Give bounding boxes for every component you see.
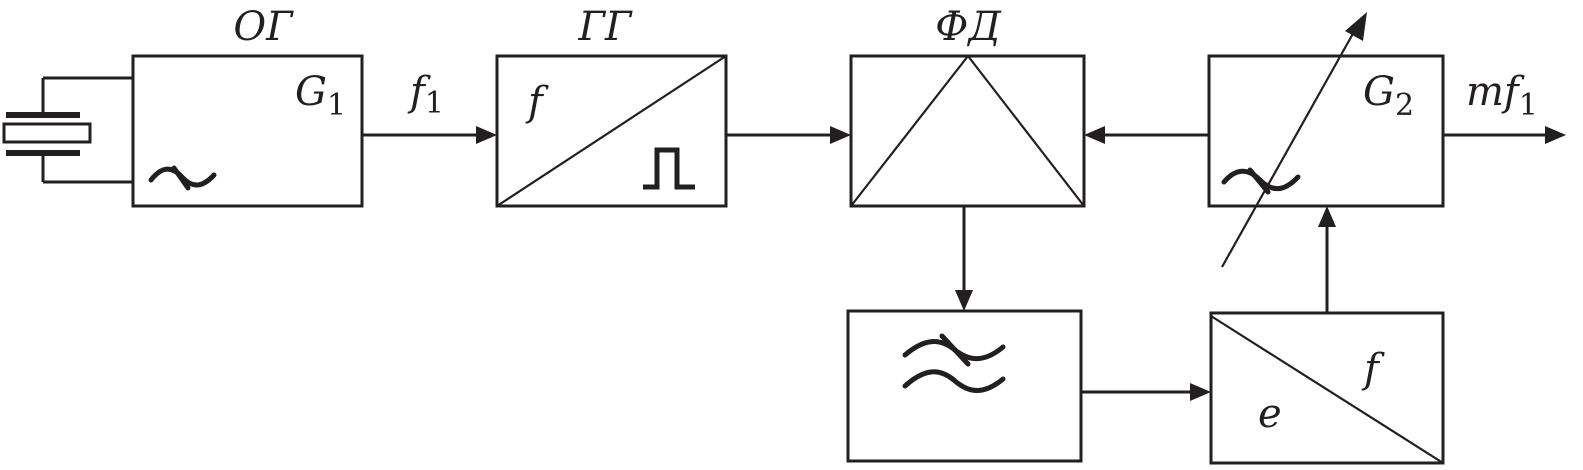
reference-oscillator-title: ОГ (233, 4, 294, 50)
pulse-generator-block: ГГ f (495, 4, 728, 208)
pulse-generator-title: ГГ (578, 4, 633, 50)
lowpass-wave-lower-icon (902, 369, 1006, 393)
triangle-symbol-icon (850, 54, 1085, 207)
vc-input-label: e (1258, 391, 1282, 437)
phase-detector-block: ФД (849, 4, 1086, 208)
tuning-arrow (1221, 29, 1356, 268)
crystal-resonator (2, 76, 133, 184)
tuning-arrow-head-icon (1345, 12, 1367, 41)
phase-detector-title: ФД (935, 4, 1002, 50)
lowpass-strike-icon (939, 333, 971, 367)
low-pass-filter-block (846, 309, 1083, 463)
vc-output-label: f (1361, 346, 1385, 392)
pulse-waveform-icon (643, 147, 695, 190)
controlled-oscillator-block: G2 (1207, 12, 1445, 268)
voltage-to-frequency-block: e f (1209, 311, 1445, 465)
controlled-oscillator-label: G2 (1363, 69, 1414, 123)
signal-mf1-label: mf1 (1466, 69, 1538, 123)
signal-f1-label: f1 (407, 69, 444, 121)
pulse-generator-input-label: f (525, 79, 549, 125)
reference-oscillator-block: ОГ G1 (131, 4, 364, 208)
crossed-tilde-icon (171, 165, 191, 191)
reference-oscillator-label: G1 (295, 69, 346, 123)
